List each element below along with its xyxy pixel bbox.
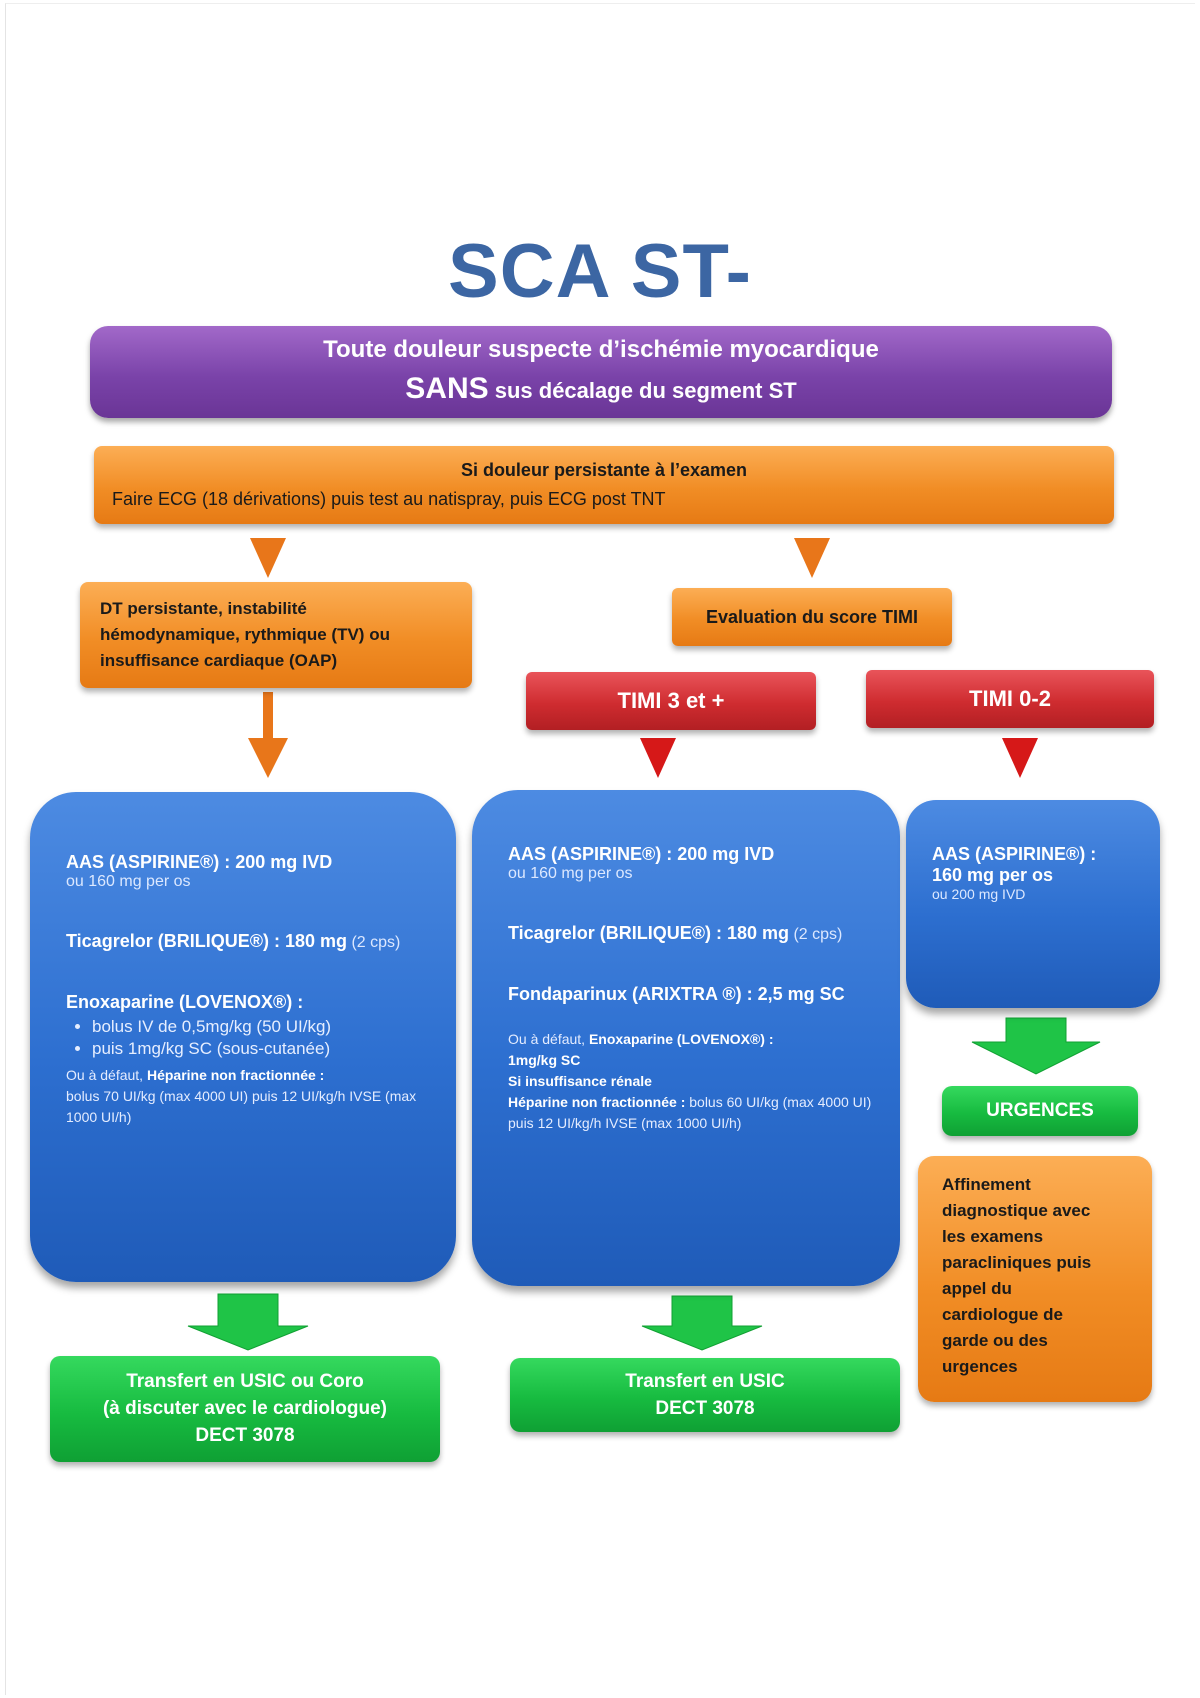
arrow-down-green-right	[971, 1017, 1101, 1075]
transfer-left-box: Transfert en USIC ou Coro (à discuter av…	[50, 1356, 440, 1462]
affinement-line-4: paracliniques puis	[942, 1253, 1092, 1272]
header-line-1: Toute douleur suspecte d’ischémie myocar…	[323, 336, 879, 363]
transfer-left-line-2: (à discuter avec le cardiologue)	[102, 1398, 388, 1419]
transfer-mid-line-1: Transfert en USIC	[625, 1371, 785, 1392]
header-line-2-rest: sus décalage du segment ST	[488, 378, 797, 403]
transfer-left-line-1: Transfert en USIC ou Coro	[126, 1371, 364, 1392]
affinement-line-3: les examens	[942, 1227, 1044, 1246]
mid-alternative: Ou à défaut, Enoxaparine (LOVENOX®) : 1m…	[508, 1029, 872, 1134]
mid-hnf-text: bolus 60 UI/kg (max 4000 UI) puis 12 UI/…	[508, 1094, 872, 1131]
affinement-line-2: diagnostique avec	[942, 1201, 1091, 1220]
page-title: SCA ST-	[448, 229, 752, 314]
affinement-line-8: urgences	[942, 1357, 1018, 1376]
affinement-line-5: appel du	[942, 1279, 1012, 1298]
affinement-line-1: Affinement	[942, 1175, 1031, 1194]
timi-high-box: TIMI 3 et +	[526, 672, 816, 730]
instability-line-1: DT persistante, instabilité	[100, 599, 307, 618]
mid-aas-alt: ou 160 mg per os	[508, 865, 633, 882]
left-alt-bold: Héparine non fractionnée :	[146, 1067, 325, 1083]
treatment-left-box: AAS (ASPIRINE®) : 200 mg IVD ou 160 mg p…	[30, 792, 456, 1282]
header-sans: SANS	[405, 372, 489, 405]
mid-ticagrelor-rest: (2 cps)	[789, 926, 843, 943]
mid-hnf-bold: Héparine non fractionnée :	[508, 1094, 686, 1110]
left-aas: AAS (ASPIRINE®) : 200 mg IVD	[66, 852, 333, 872]
treatment-mid-box: AAS (ASPIRINE®) : 200 mg IVD ou 160 mg p…	[472, 790, 900, 1286]
left-enoxaparine-list: bolus IV de 0,5mg/kg (50 UI/kg) puis 1mg…	[66, 1017, 424, 1059]
page-frame	[5, 3, 1195, 1695]
transfer-left-line-3: DECT 3078	[195, 1425, 295, 1446]
transfer-mid-box: Transfert en USIC DECT 3078	[510, 1358, 900, 1432]
left-ticagrelor-rest: (2 cps)	[347, 934, 401, 951]
mid-aas: AAS (ASPIRINE®) : 200 mg IVD	[508, 844, 775, 864]
affinement-line-7: garde ou des	[942, 1331, 1048, 1350]
transfer-mid-line-2: DECT 3078	[655, 1398, 755, 1419]
left-enox-item-1: bolus IV de 0,5mg/kg (50 UI/kg)	[92, 1017, 424, 1037]
left-enox-item-2: puis 1mg/kg SC (sous-cutanée)	[92, 1039, 424, 1059]
left-enoxaparine: Enoxaparine (LOVENOX®) :	[66, 992, 304, 1012]
right-aas-dose: 160 mg per os	[932, 865, 1054, 885]
left-ticagrelor: Ticagrelor (BRILIQUE®) : 180 mg	[66, 931, 347, 951]
left-alt-prefix: Ou à défaut,	[66, 1067, 147, 1083]
urgences-box: URGENCES	[942, 1086, 1138, 1136]
mid-alt-prefix: Ou à défaut,	[508, 1031, 589, 1047]
right-aas-alt: ou 200 mg IVD	[932, 886, 1026, 902]
mid-fondaparinux: Fondaparinux (ARIXTRA ®) : 2,5 mg SC	[508, 984, 845, 1004]
instability-line-2: hémodynamique, rythmique (TV) ou	[100, 625, 390, 644]
affinement-line-6: cardiologue de	[942, 1305, 1063, 1324]
left-alternative: Ou à défaut, Héparine non fractionnée : b…	[66, 1065, 424, 1128]
persistent-pain-text: Faire ECG (18 dérivations) puis test au …	[112, 489, 666, 509]
left-alt-text: bolus 70 UI/kg (max 4000 UI) puis 12 UI/…	[66, 1088, 417, 1125]
mid-alt-dose: 1mg/kg SC	[508, 1052, 581, 1068]
instability-box: DT persistante, instabilité hémodynamiqu…	[80, 582, 472, 688]
header-line-2: SANS sus décalage du segment ST	[90, 372, 1112, 406]
mid-alt-bold: Enoxaparine (LOVENOX®) :	[588, 1031, 774, 1047]
arrow-down-orange-long	[248, 738, 288, 778]
treatment-right-box: AAS (ASPIRINE®) : 160 mg per os ou 200 m…	[906, 800, 1160, 1008]
arrow-down-orange-right	[794, 538, 830, 578]
arrow-down-green-mid	[641, 1295, 763, 1351]
persistent-pain-box: Si douleur persistante à l’examen Faire …	[94, 446, 1114, 524]
timi-low-box: TIMI 0-2	[866, 670, 1154, 728]
header-banner: Toute douleur suspecte d’ischémie myocar…	[90, 326, 1112, 418]
arrow-down-orange-left	[250, 538, 286, 578]
affinement-box: Affinement diagnostique avec les examens…	[918, 1156, 1152, 1402]
right-aas: AAS (ASPIRINE®) :	[932, 844, 1097, 864]
arrow-shaft-orange-left	[263, 692, 273, 740]
timi-evaluation-box: Evaluation du score TIMI	[672, 588, 952, 646]
arrow-down-red-mid	[640, 738, 676, 778]
left-aas-alt: ou 160 mg per os	[66, 873, 191, 890]
arrow-down-green-left	[187, 1293, 309, 1351]
mid-renal: Si insuffisance rénale	[508, 1073, 652, 1089]
mid-ticagrelor: Ticagrelor (BRILIQUE®) : 180 mg	[508, 923, 789, 943]
instability-line-3: insuffisance cardiaque (OAP)	[100, 651, 338, 670]
arrow-down-red-right	[1002, 738, 1038, 778]
persistent-pain-title: Si douleur persistante à l’examen	[460, 460, 748, 480]
